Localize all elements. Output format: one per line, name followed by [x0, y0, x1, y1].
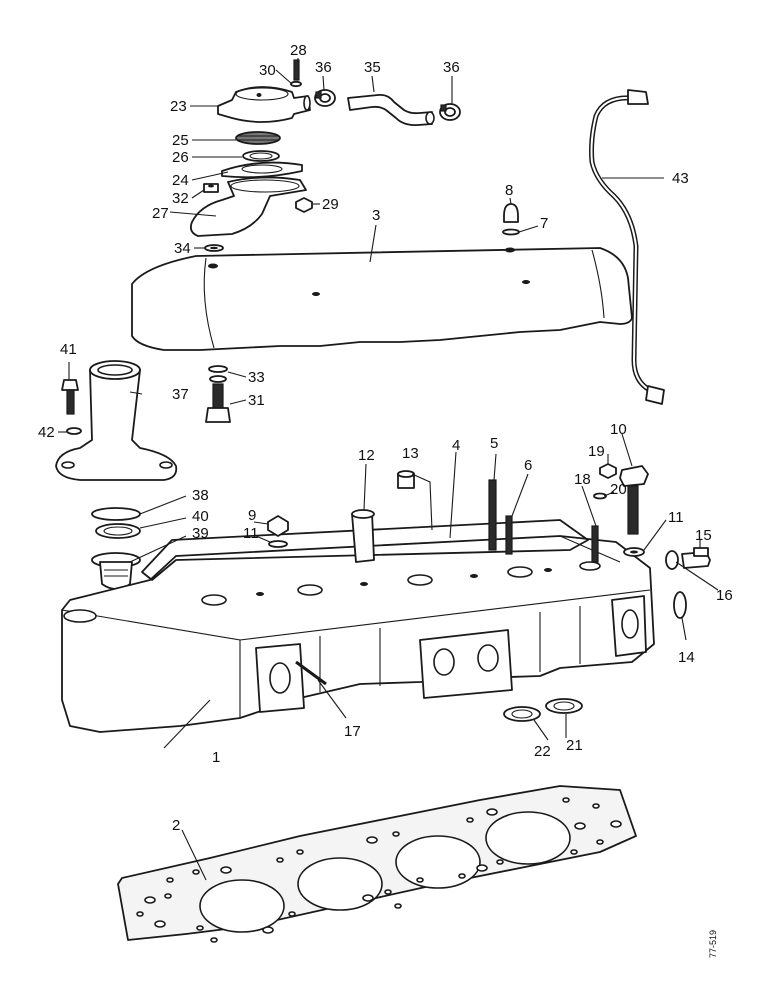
gasket-bolt-hole: [144, 896, 156, 904]
gasket-bolt-hole: [610, 820, 622, 828]
gasket-bolt-hole: [136, 911, 144, 917]
gasket-bolt-hole: [596, 839, 604, 845]
thermostat-cover-assembly: [189, 59, 461, 252]
callout-19: 19: [588, 443, 605, 460]
callout-20: 20: [610, 481, 627, 498]
gasket-bolt-hole: [486, 808, 498, 816]
manifold-stud: [295, 660, 327, 686]
water-outlet-elbow: [55, 360, 178, 481]
gasket-bolt-hole: [392, 831, 400, 837]
studs: [488, 479, 599, 563]
callout-3: 3: [372, 207, 380, 224]
callout-4: 4: [452, 437, 460, 454]
gasket-bolt-hole: [166, 877, 174, 883]
callout-43: 43: [672, 170, 689, 187]
leader-lines: [58, 58, 719, 881]
callout-17: 17: [344, 723, 361, 740]
callout-40: 40: [192, 508, 209, 525]
gasket-bolt-hole: [154, 920, 166, 928]
rocker-cover-gasket: [141, 519, 589, 581]
callout-numbers: 1 2 3 4 5 6 7 8 9 10 11 11 12 13 14 15 1…: [38, 42, 733, 834]
callout-7: 7: [540, 215, 548, 232]
outlet-bolt-and-washer: [61, 379, 82, 435]
callout-6: 6: [524, 457, 532, 474]
gasket-bolt-hole: [458, 873, 466, 879]
bypass-pipe: [589, 89, 665, 405]
core-plug: [397, 470, 415, 489]
cover-cap-nut-and-washer: [502, 203, 520, 236]
callout-35: 35: [364, 59, 381, 76]
cover-bolt-and-seal: [205, 365, 231, 423]
gasket-bolt-hole: [366, 836, 378, 844]
thermostat: [91, 552, 141, 590]
callout-18: 18: [574, 471, 591, 488]
callout-37: 37: [172, 386, 189, 403]
gasket-bolt-hole: [196, 925, 204, 931]
callout-11-left: 11: [243, 525, 259, 542]
callout-16: 16: [716, 587, 733, 604]
callout-33: 33: [248, 369, 265, 386]
gasket-bolt-hole: [296, 849, 304, 855]
gasket-bolt-hole: [496, 859, 504, 865]
callout-21: 21: [566, 737, 583, 754]
thermostat-seals: [91, 507, 141, 539]
gasket-bolt-hole: [210, 937, 218, 943]
figure-code: 77-519: [708, 930, 718, 958]
drain-plug: [665, 547, 711, 619]
callout-31: 31: [248, 392, 265, 409]
gasket-bolt-hole: [476, 864, 488, 872]
gasket-bolt-hole: [416, 877, 424, 883]
gasket-bolt-hole: [562, 797, 570, 803]
callout-26: 26: [172, 149, 189, 166]
gasket-bolt-hole: [192, 869, 200, 875]
callout-38: 38: [192, 487, 209, 504]
callout-23: 23: [170, 98, 187, 115]
cylinder-head-gasket: [117, 785, 637, 943]
callout-39: 39: [192, 525, 209, 542]
callout-27: 27: [152, 205, 169, 222]
gasket-bolt-hole: [220, 866, 232, 874]
gasket-bolt-hole: [262, 926, 274, 934]
cylinder-head: [61, 535, 655, 733]
gasket-bolt-hole: [164, 893, 172, 899]
callout-15: 15: [695, 527, 712, 544]
callout-29: 29: [322, 196, 339, 213]
callout-10: 10: [610, 421, 627, 438]
callout-28: 28: [290, 42, 307, 59]
gasket-bolt-hole: [394, 903, 402, 909]
callout-5: 5: [490, 435, 498, 452]
copper-washers: [503, 698, 583, 722]
callout-36-right: 36: [443, 59, 460, 76]
callout-11-right: 11: [668, 509, 684, 526]
nut-and-washer: [267, 515, 289, 548]
right-fasteners: [593, 463, 649, 557]
gasket-bolt-hole: [570, 849, 578, 855]
callout-14: 14: [678, 649, 695, 666]
callout-30: 30: [259, 62, 276, 79]
callout-2: 2: [172, 817, 180, 834]
injector-sleeve: [351, 509, 375, 563]
gasket-bolt-hole: [288, 911, 296, 917]
callout-22: 22: [534, 743, 551, 760]
callout-36-left: 36: [315, 59, 332, 76]
callout-13: 13: [402, 445, 419, 462]
callout-41: 41: [60, 341, 77, 358]
callout-9: 9: [248, 507, 256, 524]
gasket-bolt-hole: [466, 817, 474, 823]
gasket-bolt-hole: [276, 857, 284, 863]
gasket-bolt-hole: [592, 803, 600, 809]
callout-12: 12: [358, 447, 375, 464]
callout-34: 34: [174, 240, 191, 257]
gasket-bolt-hole: [384, 889, 392, 895]
gasket-bolt-hole: [574, 822, 586, 830]
callout-24: 24: [172, 172, 189, 189]
callout-8: 8: [505, 182, 513, 199]
callout-32: 32: [172, 190, 189, 207]
callout-1: 1: [212, 749, 220, 766]
gasket-bolt-hole: [362, 894, 374, 902]
callout-42: 42: [38, 424, 55, 441]
rocker-cover: [131, 247, 633, 351]
callout-25: 25: [172, 132, 189, 149]
